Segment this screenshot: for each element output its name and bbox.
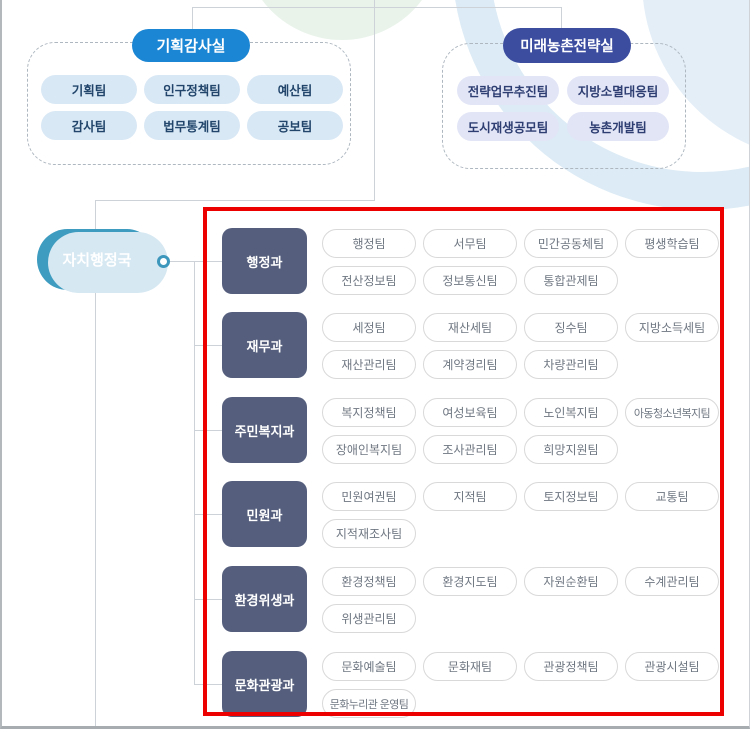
connector-line [194,684,222,685]
team-pill[interactable]: 서무팀 [423,229,517,258]
connector-line [194,599,222,600]
department-box[interactable]: 재무과 [222,312,307,378]
team-row: 위생관리팀 [322,604,416,633]
team-pill[interactable]: 관광정책팀 [524,652,618,681]
team-pill[interactable]: 민원여권팀 [322,482,416,511]
team-pill[interactable]: 아동청소년복지팀 [625,398,719,427]
team-pill[interactable]: 세정팀 [322,313,416,342]
team-pill[interactable]: 통합관제팀 [524,266,618,295]
team-pill[interactable]: 환경지도팀 [423,567,517,596]
team-pill[interactable]: 지방소득세팀 [625,313,719,342]
team-pill[interactable]: 복지정책팀 [322,398,416,427]
team-pill[interactable]: 기획팀 [41,75,137,104]
team-pill[interactable]: 환경정책팀 [322,567,416,596]
connector-line [194,261,195,685]
team-pill[interactable]: 도시재생공모팀 [457,112,559,141]
team-pill[interactable]: 정보통신팀 [423,266,517,295]
team-pill[interactable]: 평생학습팀 [625,229,719,258]
team-pill[interactable]: 노인복지팀 [524,398,618,427]
team-pill[interactable]: 전략업무추진팀 [457,76,559,105]
connector-line [194,345,222,346]
team-pill[interactable]: 계약경리팀 [423,350,517,379]
connector-line [194,430,222,431]
team-pill[interactable]: 감사팀 [41,111,137,140]
department-box[interactable]: 문화관광과 [222,651,307,717]
team-pill[interactable]: 공보팀 [247,111,343,140]
team-row: 지적재조사팀 [322,519,416,548]
team-pill[interactable]: 교통팀 [625,482,719,511]
team-pill[interactable]: 위생관리팀 [322,604,416,633]
team-pill[interactable]: 자원순환팀 [524,567,618,596]
connector-line [192,7,562,8]
team-pill[interactable]: 재산관리팀 [322,350,416,379]
bureau-node[interactable]: 자치행정국 [37,229,168,293]
team-pill[interactable]: 예산팀 [247,75,343,104]
team-pill[interactable]: 민간공동체팀 [524,229,618,258]
team-pill[interactable]: 차량관리팀 [524,350,618,379]
department-box[interactable]: 환경위생과 [222,566,307,632]
connector-line [194,514,222,515]
team-pill[interactable]: 조사관리팀 [423,435,517,464]
team-pill[interactable]: 지방소멸대응팀 [567,76,669,105]
team-pill[interactable]: 문화예술팀 [322,652,416,681]
team-pill[interactable]: 여성보육팀 [423,398,517,427]
connector-line [192,7,193,31]
connector-line [374,0,375,201]
team-pill[interactable]: 법무통계팀 [144,111,240,140]
team-pill[interactable]: 희망지원팀 [524,435,618,464]
team-pill[interactable]: 징수팀 [524,313,618,342]
team-pill[interactable]: 인구정책팀 [144,75,240,104]
section-title-pill[interactable]: 미래농촌전략실 [503,28,631,63]
connector-dot [157,255,170,268]
team-pill[interactable]: 수계관리팀 [625,567,719,596]
department-box[interactable]: 민원과 [222,481,307,547]
connector-line [95,200,375,201]
team-pill[interactable]: 농촌개발팀 [567,112,669,141]
section-title-pill[interactable]: 기획감사실 [132,29,250,62]
department-box[interactable]: 행정과 [222,228,307,294]
team-pill[interactable]: 문화누리관 운영팀 [322,689,416,718]
team-pill[interactable]: 전산정보팀 [322,266,416,295]
decorative-circle-green [242,0,442,40]
team-pill[interactable]: 지적팀 [423,482,517,511]
team-pill[interactable]: 장애인복지팀 [322,435,416,464]
department-box[interactable]: 주민복지과 [222,397,307,463]
team-pill[interactable]: 재산세팀 [423,313,517,342]
connector-line [561,7,562,29]
connector-line [194,261,222,262]
connector-line [95,200,96,726]
team-row: 문화누리관 운영팀 [322,689,416,718]
team-pill[interactable]: 행정팀 [322,229,416,258]
team-pill[interactable]: 문화재팀 [423,652,517,681]
team-pill[interactable]: 토지정보팀 [524,482,618,511]
team-pill[interactable]: 지적재조사팀 [322,519,416,548]
team-pill[interactable]: 관광시설팀 [625,652,719,681]
